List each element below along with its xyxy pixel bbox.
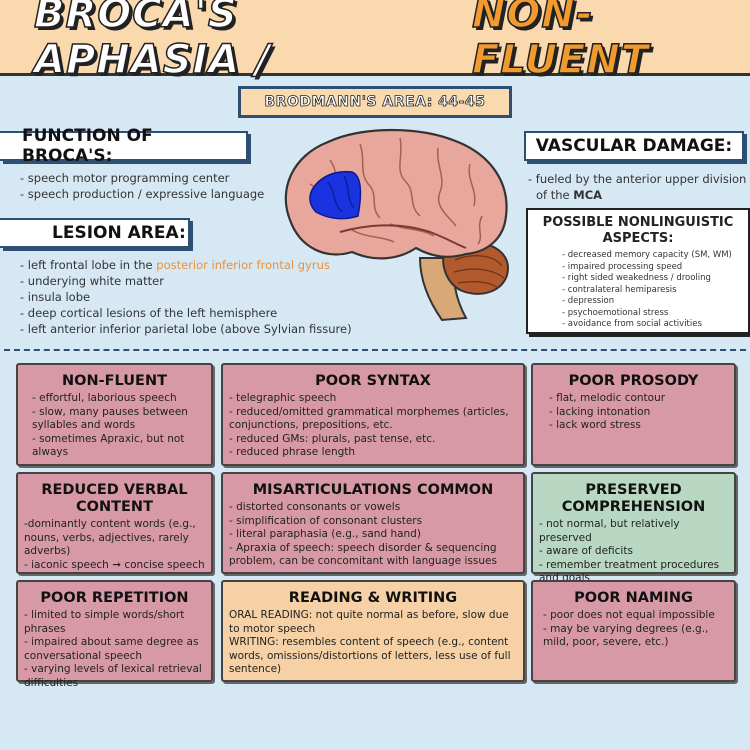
card-poor-prosody: POOR PROSODY - flat, melodic contour - l… [531,363,736,466]
vascular-text: - fueled by the anterior upper division … [528,172,747,202]
function-heading-text: FUNCTION OF BROCA'S: [22,126,153,166]
card-reading-writing: READING & WRITING ORAL READING: not quit… [221,580,525,682]
card-poor-naming: POOR NAMING - poor does not equal imposs… [531,580,736,682]
card-non-fluent: NON-FLUENT - effortful, laborious speech… [16,363,213,466]
card-title: PRESERVED COMPREHENSION [561,482,706,515]
list-item: - impaired processing speed [562,261,683,272]
title-part2: NON-FLUENT [471,0,650,83]
card-poor-repetition: POOR REPETITION - limited to simple word… [16,580,213,689]
function-heading: FUNCTION OF BROCA'S: [0,126,248,166]
brain-illustration [284,128,510,322]
title-part1: BROCA'S APHASIA / [33,0,271,83]
list-item: - psychoemotional stress [562,307,669,318]
list-item: - avoidance from social activities [562,319,702,329]
vascular-heading-text: VASCULAR DAMAGE: [535,136,733,156]
lesion-item: - left anterior inferior parietal lobe (… [20,322,352,336]
card-title: POOR PROSODY [568,373,699,389]
function-item: - speech production / expressive languag… [20,187,265,201]
arrow-icon: ➞ [112,558,121,571]
brodmann-area-label: BRODMANN'S AREA: 44-45 [238,86,512,118]
mca-label: MCA [573,188,603,202]
function-item: - speech motor programming center [20,171,230,185]
card-title: NON-FLUENT [62,373,167,389]
function-list: - speech motor programming center - spee… [20,170,264,202]
lesion-item: - deep cortical lesions of the left hemi… [20,306,278,320]
vascular-heading: VASCULAR DAMAGE: [524,131,744,161]
card-poor-syntax: POOR SYNTAX - telegraphic speech - reduc… [221,363,525,466]
card-reduced-verbal-content: REDUCED VERBAL CONTENT -dominantly conte… [16,472,213,574]
lesion-list: - left frontal lobe in the posterior inf… [20,257,352,337]
cerebrum-shape [284,128,508,260]
card-title: READING & WRITING [288,590,458,606]
nonlinguistic-heading: POSSIBLE NONLINGUISTIC ASPECTS: [542,215,734,246]
card-title: REDUCED VERBAL CONTENT [41,482,188,515]
card-title: MISARTICULATIONS COMMON [252,482,494,498]
title-bar: BROCA'S APHASIA / NON-FLUENT [0,0,750,83]
list-item: - right sided weakedness / drooling [562,273,711,283]
lesion-item: - insula lobe [20,290,91,304]
card-misarticulations-common: MISARTICULATIONS COMMON - distorted cons… [221,472,525,574]
nonlinguistic-box: POSSIBLE NONLINGUISTIC ASPECTS: - decrea… [526,208,750,334]
list-item: - contralateral hemiparesis [562,284,677,295]
lesion-item: - underying white matter [20,274,164,288]
lesion-highlight: posterior inferior frontal gyrus [156,258,330,272]
brocas-area-highlight [309,170,362,220]
list-item: - decreased memory capacity (SM, WM) [562,250,732,260]
card-title: POOR SYNTAX [315,373,431,389]
dashed-divider [4,349,746,351]
nonlinguistic-list: - decreased memory capacity (SM, WM) - i… [534,250,742,331]
list-item: - depression [562,296,615,306]
lesion-heading: LESION AREA: [0,218,190,248]
card-title: POOR REPETITION [40,590,189,606]
card-preserved-comprehension: PRESERVED COMPREHENSION - not normal, bu… [531,472,736,584]
card-title: POOR NAMING [574,590,693,606]
lesion-item: - left frontal lobe in the posterior inf… [20,258,330,272]
lesion-heading-text: LESION AREA: [52,223,186,243]
